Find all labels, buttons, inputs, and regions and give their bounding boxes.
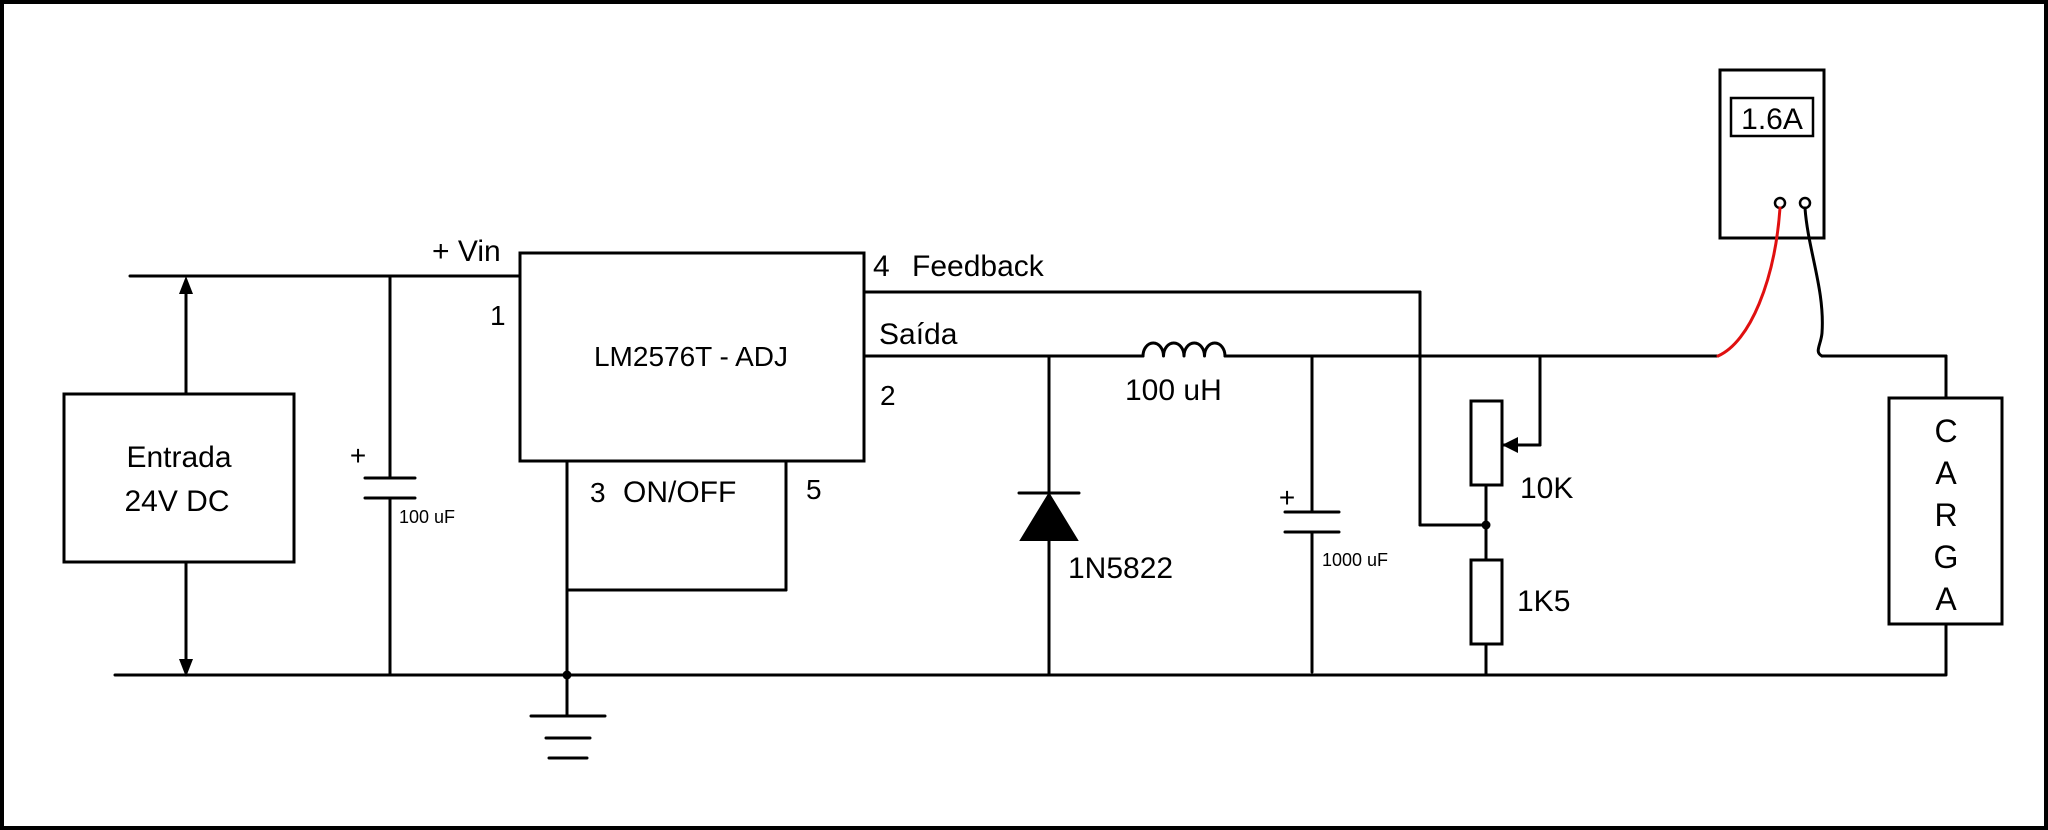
regulator-ic-label: LM2576T - ADJ	[594, 341, 788, 372]
ground-icon	[529, 714, 607, 760]
resistor	[1469, 558, 1504, 646]
saida-label: Saída	[879, 318, 958, 351]
ammeter-display	[1729, 96, 1815, 138]
black-probe-wire	[1803, 206, 1824, 358]
load-letter-2: A	[1935, 455, 1957, 491]
load-box	[1887, 396, 2004, 626]
output-capacitor-plus: +	[1279, 482, 1295, 513]
input-capacitor	[363, 476, 417, 500]
resistor-label: 1K5	[1517, 585, 1570, 618]
ammeter-black-terminal	[1798, 196, 1812, 210]
pin2-label: 2	[880, 380, 896, 411]
load-letter-5: A	[1935, 581, 1957, 617]
ammeter	[1718, 68, 1826, 240]
input-capacitor-label: 100 uF	[399, 507, 455, 527]
inductor-icon	[1141, 341, 1227, 358]
load-letter-3: R	[1934, 497, 1957, 533]
output-capacitor	[1283, 510, 1341, 534]
input-source-label-2: 24V DC	[124, 485, 229, 518]
load-letter-4: G	[1934, 539, 1959, 575]
regulator-ic	[518, 251, 866, 463]
diode-label: 1N5822	[1068, 552, 1173, 585]
pin1-label: 1	[490, 300, 506, 331]
diode-icon	[1017, 491, 1081, 541]
pin5-label: 5	[806, 474, 822, 505]
inductor-label: 100 uH	[1125, 374, 1222, 407]
input-capacitor-plus: +	[350, 440, 366, 471]
input-source-label-1: Entrada	[126, 441, 231, 474]
pin4-label: 4	[873, 250, 890, 283]
output-capacitor-label: 1000 uF	[1322, 550, 1388, 570]
pin3-label: 3	[590, 477, 606, 508]
input-source-box	[62, 392, 296, 564]
on-off-label: ON/OFF	[623, 476, 736, 509]
junction-ground	[562, 670, 572, 680]
junction-feedback	[1481, 520, 1491, 530]
potentiometer	[1469, 399, 1504, 487]
potentiometer-label: 10K	[1520, 472, 1573, 505]
wiper-arrow-icon	[1502, 437, 1518, 453]
ammeter-reading: 1.6A	[1741, 103, 1803, 136]
vin-label: + Vin	[432, 235, 501, 268]
arrow-down-icon	[179, 659, 193, 677]
red-probe-wire	[1716, 206, 1782, 358]
arrow-up-icon	[179, 276, 193, 294]
feedback-label: Feedback	[912, 250, 1045, 283]
load-letter-1: C	[1934, 413, 1957, 449]
wires	[113, 274, 1948, 718]
